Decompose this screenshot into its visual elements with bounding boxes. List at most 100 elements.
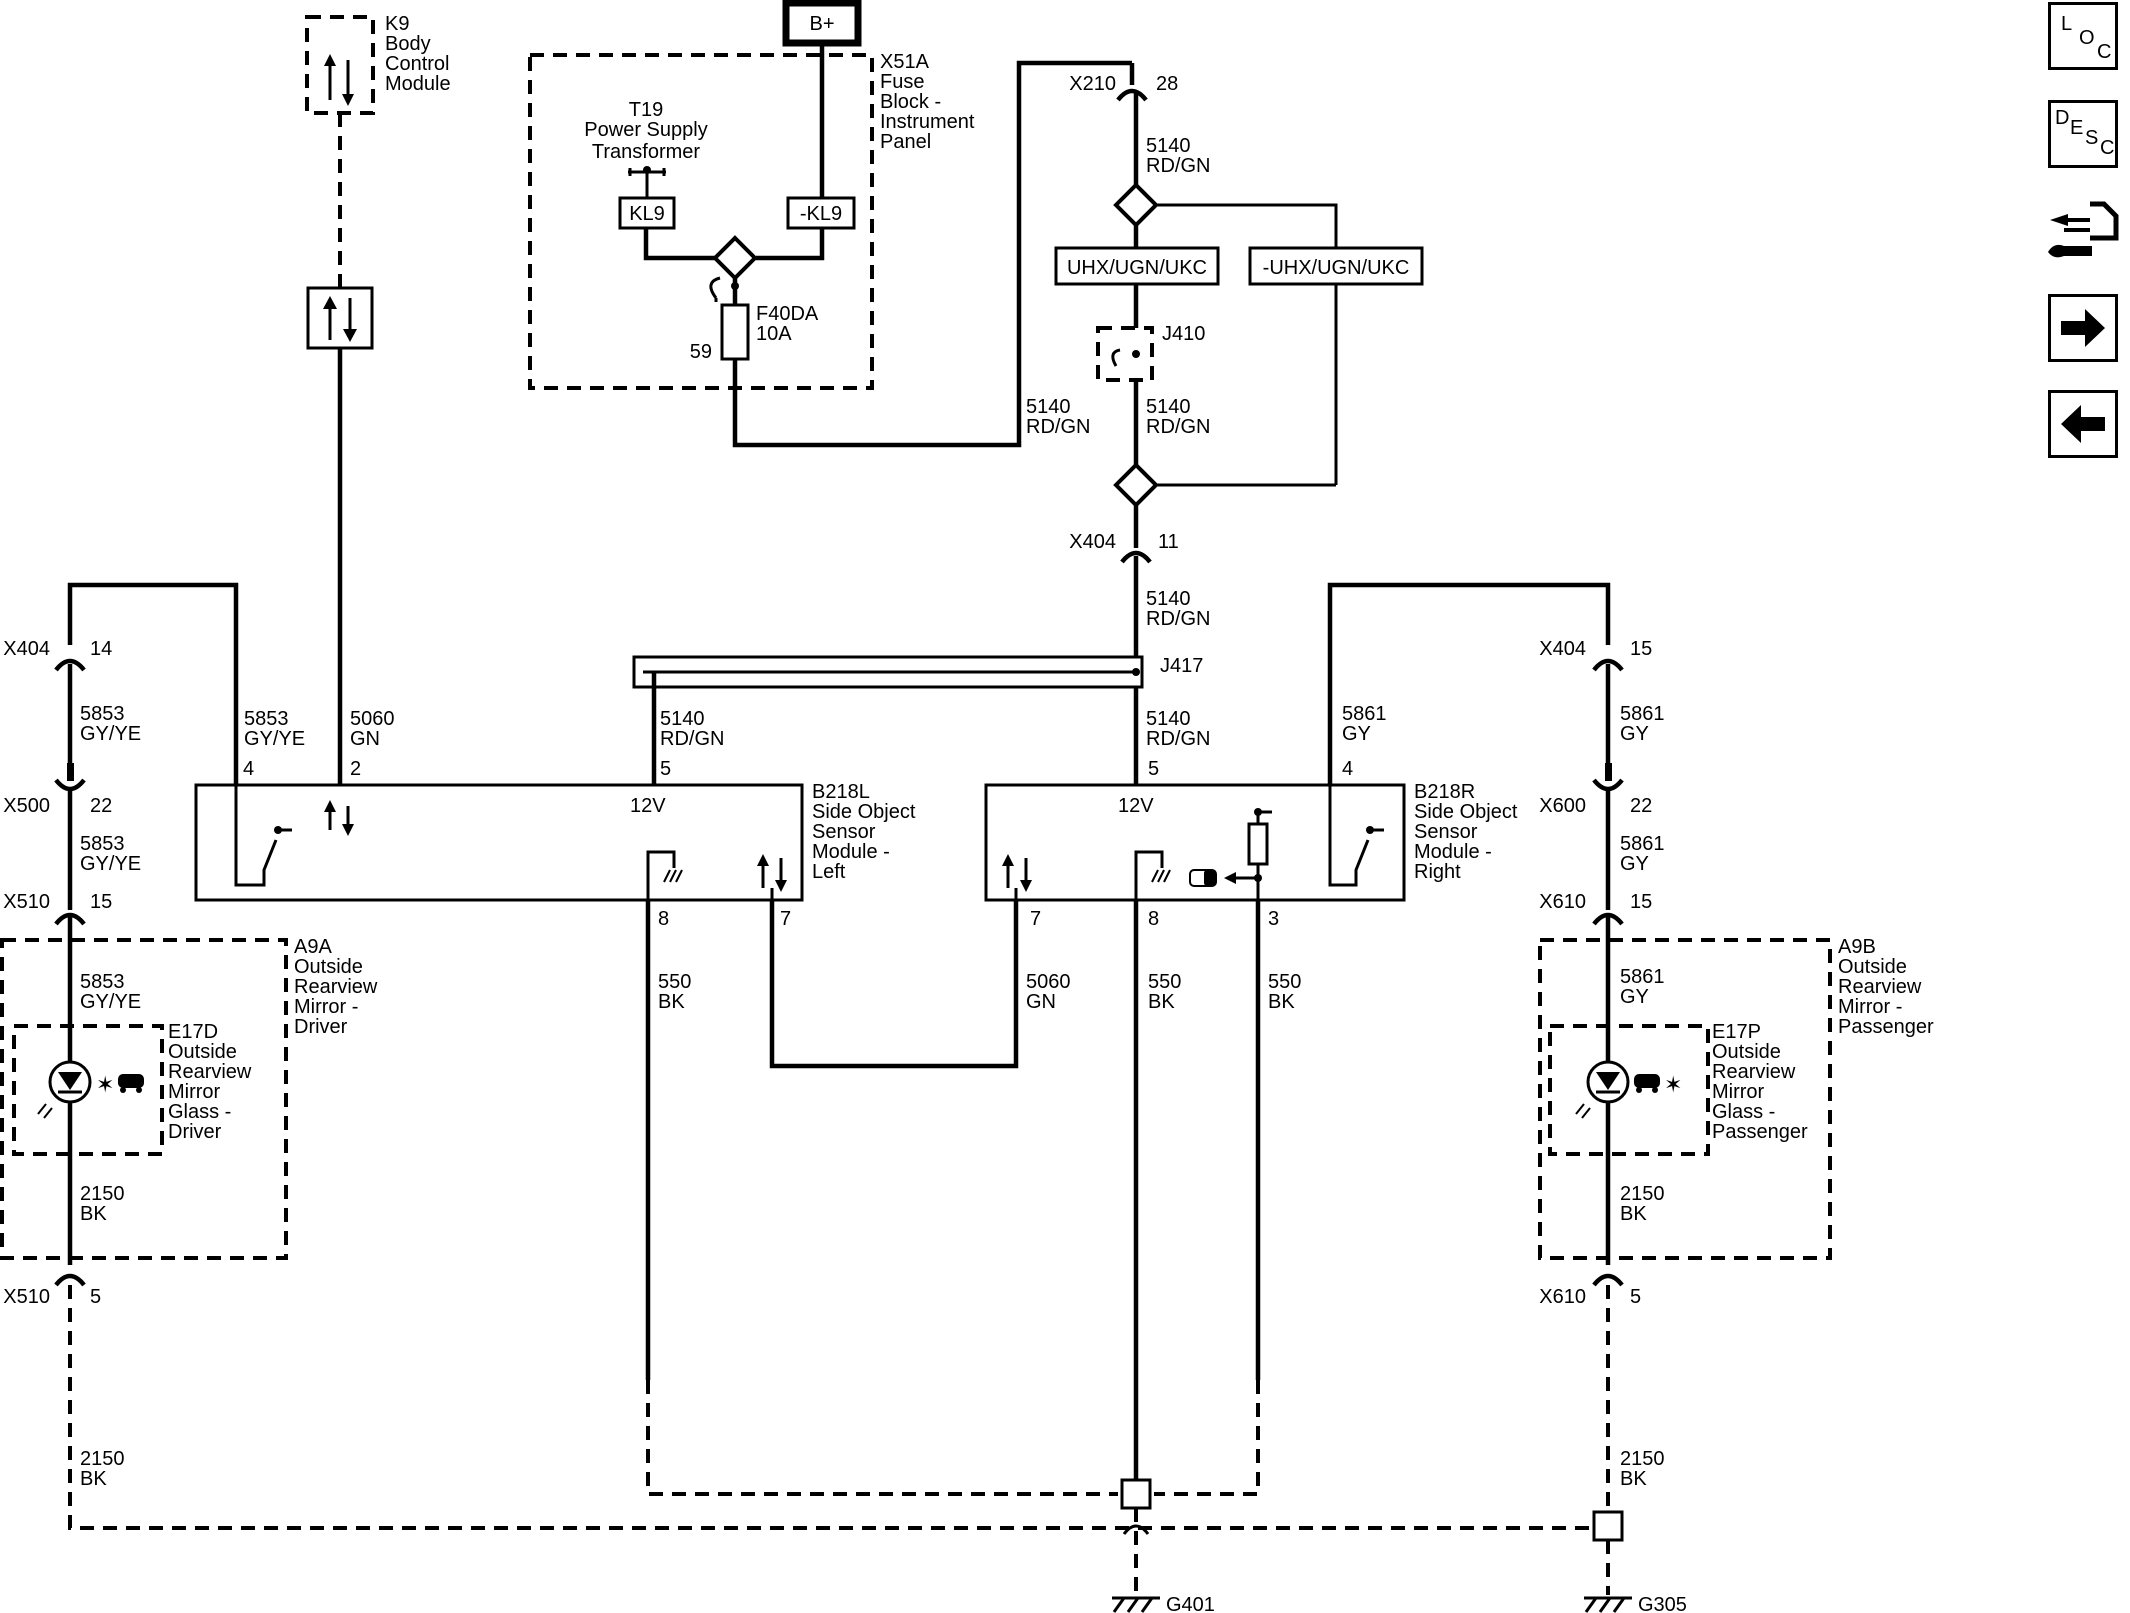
wire-550-label-left: 550 BK [658,971,691,1013]
a9a-mirror-box [0,938,288,1260]
wire-5140-label-b218r: 5140 RD/GN [1146,708,1210,750]
x404-11-label: X404 [1069,531,1116,553]
svg-text:A9A: A9A [294,936,332,958]
ground-splice-g305-box [1592,1510,1624,1542]
previous-page-button[interactable] [2048,390,2118,458]
svg-text:✶: ✶ [96,1072,114,1097]
b218r-pin3-label: 3 [1268,908,1279,930]
svg-text:BK: BK [1620,1203,1647,1225]
x404-14-pin-label: 14 [90,638,112,660]
svg-text:BK: BK [80,1203,107,1225]
x404-14-label: X404 [3,638,50,660]
next-page-button[interactable] [2048,294,2118,362]
description-view-button[interactable]: D E S C [2048,100,2118,168]
x404-11-pin-label: 11 [1158,531,1179,553]
x210-pin-label: 28 [1156,73,1178,95]
fuse-f40da-label: F40DA 10A [756,303,819,345]
wire-5140-label-j410: 5140 RD/GN [1146,396,1210,438]
wire-5861-terminal [1605,763,1612,781]
svg-text:Glass -: Glass - [1712,1101,1775,1123]
svg-text:2150: 2150 [80,1183,125,1205]
svg-text:RD/GN: RD/GN [1146,155,1210,177]
svg-text:Outside: Outside [294,956,363,978]
svg-text:2150: 2150 [1620,1448,1665,1470]
x404-14-connector-icon [54,658,86,672]
svg-text:5861: 5861 [1342,703,1387,725]
wire-2150-label-x510: 2150 BK [80,1448,125,1490]
svg-text:B218R: B218R [1414,781,1475,803]
wire-5140-label-b218l: 5140 RD/GN [660,708,724,750]
x404-15-label: X404 [1539,638,1586,660]
svg-text:Block -: Block - [880,91,941,113]
wire-5861-label-b218r: 5861 GY [1342,703,1387,745]
kl9-box [618,196,676,230]
wire-2150-label-a9b: 2150 BK [1620,1183,1665,1225]
b218r-pin4-label: 4 [1342,758,1353,780]
wire-550-label-center: 550 BK [1148,971,1181,1013]
svg-text:RD/GN: RD/GN [1146,416,1210,438]
svg-text:Outside: Outside [1838,956,1907,978]
svg-text:5140: 5140 [1146,396,1191,418]
serial-data-splice-box [306,286,374,350]
e17d-mirror-glass-box [12,1024,164,1156]
svg-text:5140: 5140 [1026,396,1071,418]
svg-text:Mirror -: Mirror - [1838,996,1902,1018]
svg-text:Driver: Driver [294,1016,348,1038]
t19-label: T19 Power Supply Transformer [584,99,707,163]
j410-connector-icon [1111,348,1121,367]
svg-text:Rearview: Rearview [1838,976,1922,998]
g401-ground-icon [1112,1596,1160,1613]
svg-text:5853: 5853 [80,971,125,993]
b218l-pin2-label: 2 [350,758,361,780]
svg-text:BK: BK [1268,991,1295,1013]
svg-text:Rearview: Rearview [168,1061,252,1083]
svg-text:Right: Right [1414,861,1461,883]
svg-text:✶: ✶ [1664,1072,1682,1097]
wire-2150-label-x610: 2150 BK [1620,1448,1665,1490]
svg-text:Power Supply: Power Supply [584,119,707,141]
x510-5-label: X510 [3,1286,50,1308]
svg-text:Rearview: Rearview [1712,1061,1796,1083]
wire-5853-label-b218l: 5853 GY/YE [244,708,305,750]
location-view-button[interactable]: L O C [2048,2,2118,70]
ground-dashed-wire-left [646,1380,1118,1496]
b218l-data-arrows-icon [324,800,354,836]
x404-15-pin-label: 15 [1630,638,1652,660]
desc-letter-e: E [2070,117,2084,139]
svg-text:A9B: A9B [1838,936,1876,958]
svg-text:5861: 5861 [1620,703,1665,725]
nuhx-option-label: -UHX/UGN/UKC [1263,257,1410,279]
k9-module-box [305,15,375,115]
b218l-module-box [194,783,804,902]
fuse-block-connector-icon [709,276,721,302]
x600-label: X600 [1539,795,1586,817]
svg-text:E17D: E17D [168,1021,218,1043]
svg-text:Instrument: Instrument [880,111,975,133]
connector-wrench-icon [2048,201,2119,258]
svg-text:Glass -: Glass - [168,1101,231,1123]
svg-text:Passenger: Passenger [1838,1016,1934,1038]
svg-text:Module -: Module - [1414,841,1492,863]
e17d-label: E17D Outside Rearview Mirror Glass - Dri… [168,1021,252,1143]
serial-data-arrows-icon [323,296,357,342]
wire-550-label-right: 550 BK [1268,971,1301,1013]
svg-text:GY: GY [1620,986,1649,1008]
desc-letter-s: S [2085,127,2099,149]
e17p-vehicle-warning-icon: ✶ [1634,1072,1682,1097]
wire-kl9-to-junction [643,228,716,261]
b218l-12v-label: 12V [630,795,666,817]
svg-text:X51A: X51A [880,51,930,73]
svg-text:F40DA: F40DA [756,303,819,325]
svg-text:5140: 5140 [1146,708,1191,730]
svg-text:5060: 5060 [350,708,395,730]
e17d-led-indicator-icon [37,1060,92,1119]
x51a-label: X51A Fuse Block - Instrument Panel [880,51,975,153]
wire-5861-label-a9b: 5861 GY [1620,966,1665,1008]
connector-service-button[interactable] [2046,196,2120,270]
a9b-mirror-box [1538,938,1832,1260]
svg-text:GY: GY [1342,723,1371,745]
svg-text:Driver: Driver [168,1121,222,1143]
svg-text:5853: 5853 [80,833,125,855]
nuhx-option-box [1248,246,1424,286]
b218l-pin4-label: 4 [243,758,254,780]
